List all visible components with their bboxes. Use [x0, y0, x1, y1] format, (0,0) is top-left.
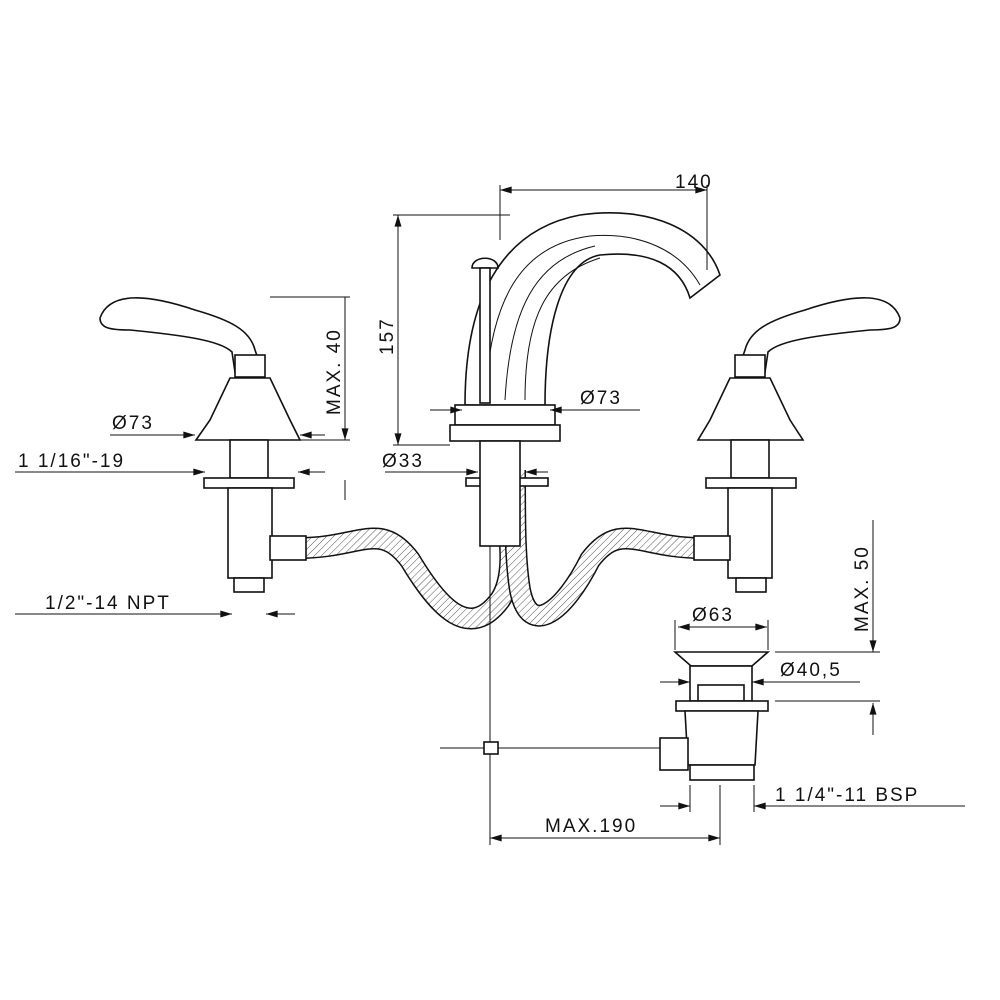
dimension-lines	[15, 185, 965, 845]
label-drain-max-height: MAX. 50	[852, 545, 873, 632]
spout	[449, 212, 721, 790]
pop-up-drain	[440, 651, 771, 781]
label-spout-height: 157	[377, 317, 398, 355]
label-drain-body-diameter: Ø40,5	[780, 660, 842, 681]
label-spout-shank-diameter: Ø33	[382, 451, 424, 472]
left-handle-valve	[99, 297, 307, 593]
label-spout-reach: 140	[675, 172, 713, 193]
label-inlet-thread: 1/2"-14 NPT	[45, 593, 171, 614]
label-handle-thread: 1 1/16"-19	[18, 451, 125, 472]
label-spout-base-diameter: Ø73	[580, 388, 622, 409]
label-drain-thread: 1 1/4"-11 BSP	[775, 785, 919, 806]
label-drain-flange-diameter: Ø63	[692, 605, 734, 626]
label-handle-base-diameter: Ø73	[112, 413, 154, 434]
label-handle-max-height: MAX. 40	[324, 328, 345, 415]
label-pop-up-rod-max: MAX.190	[545, 816, 637, 837]
right-handle-valve	[693, 297, 901, 593]
